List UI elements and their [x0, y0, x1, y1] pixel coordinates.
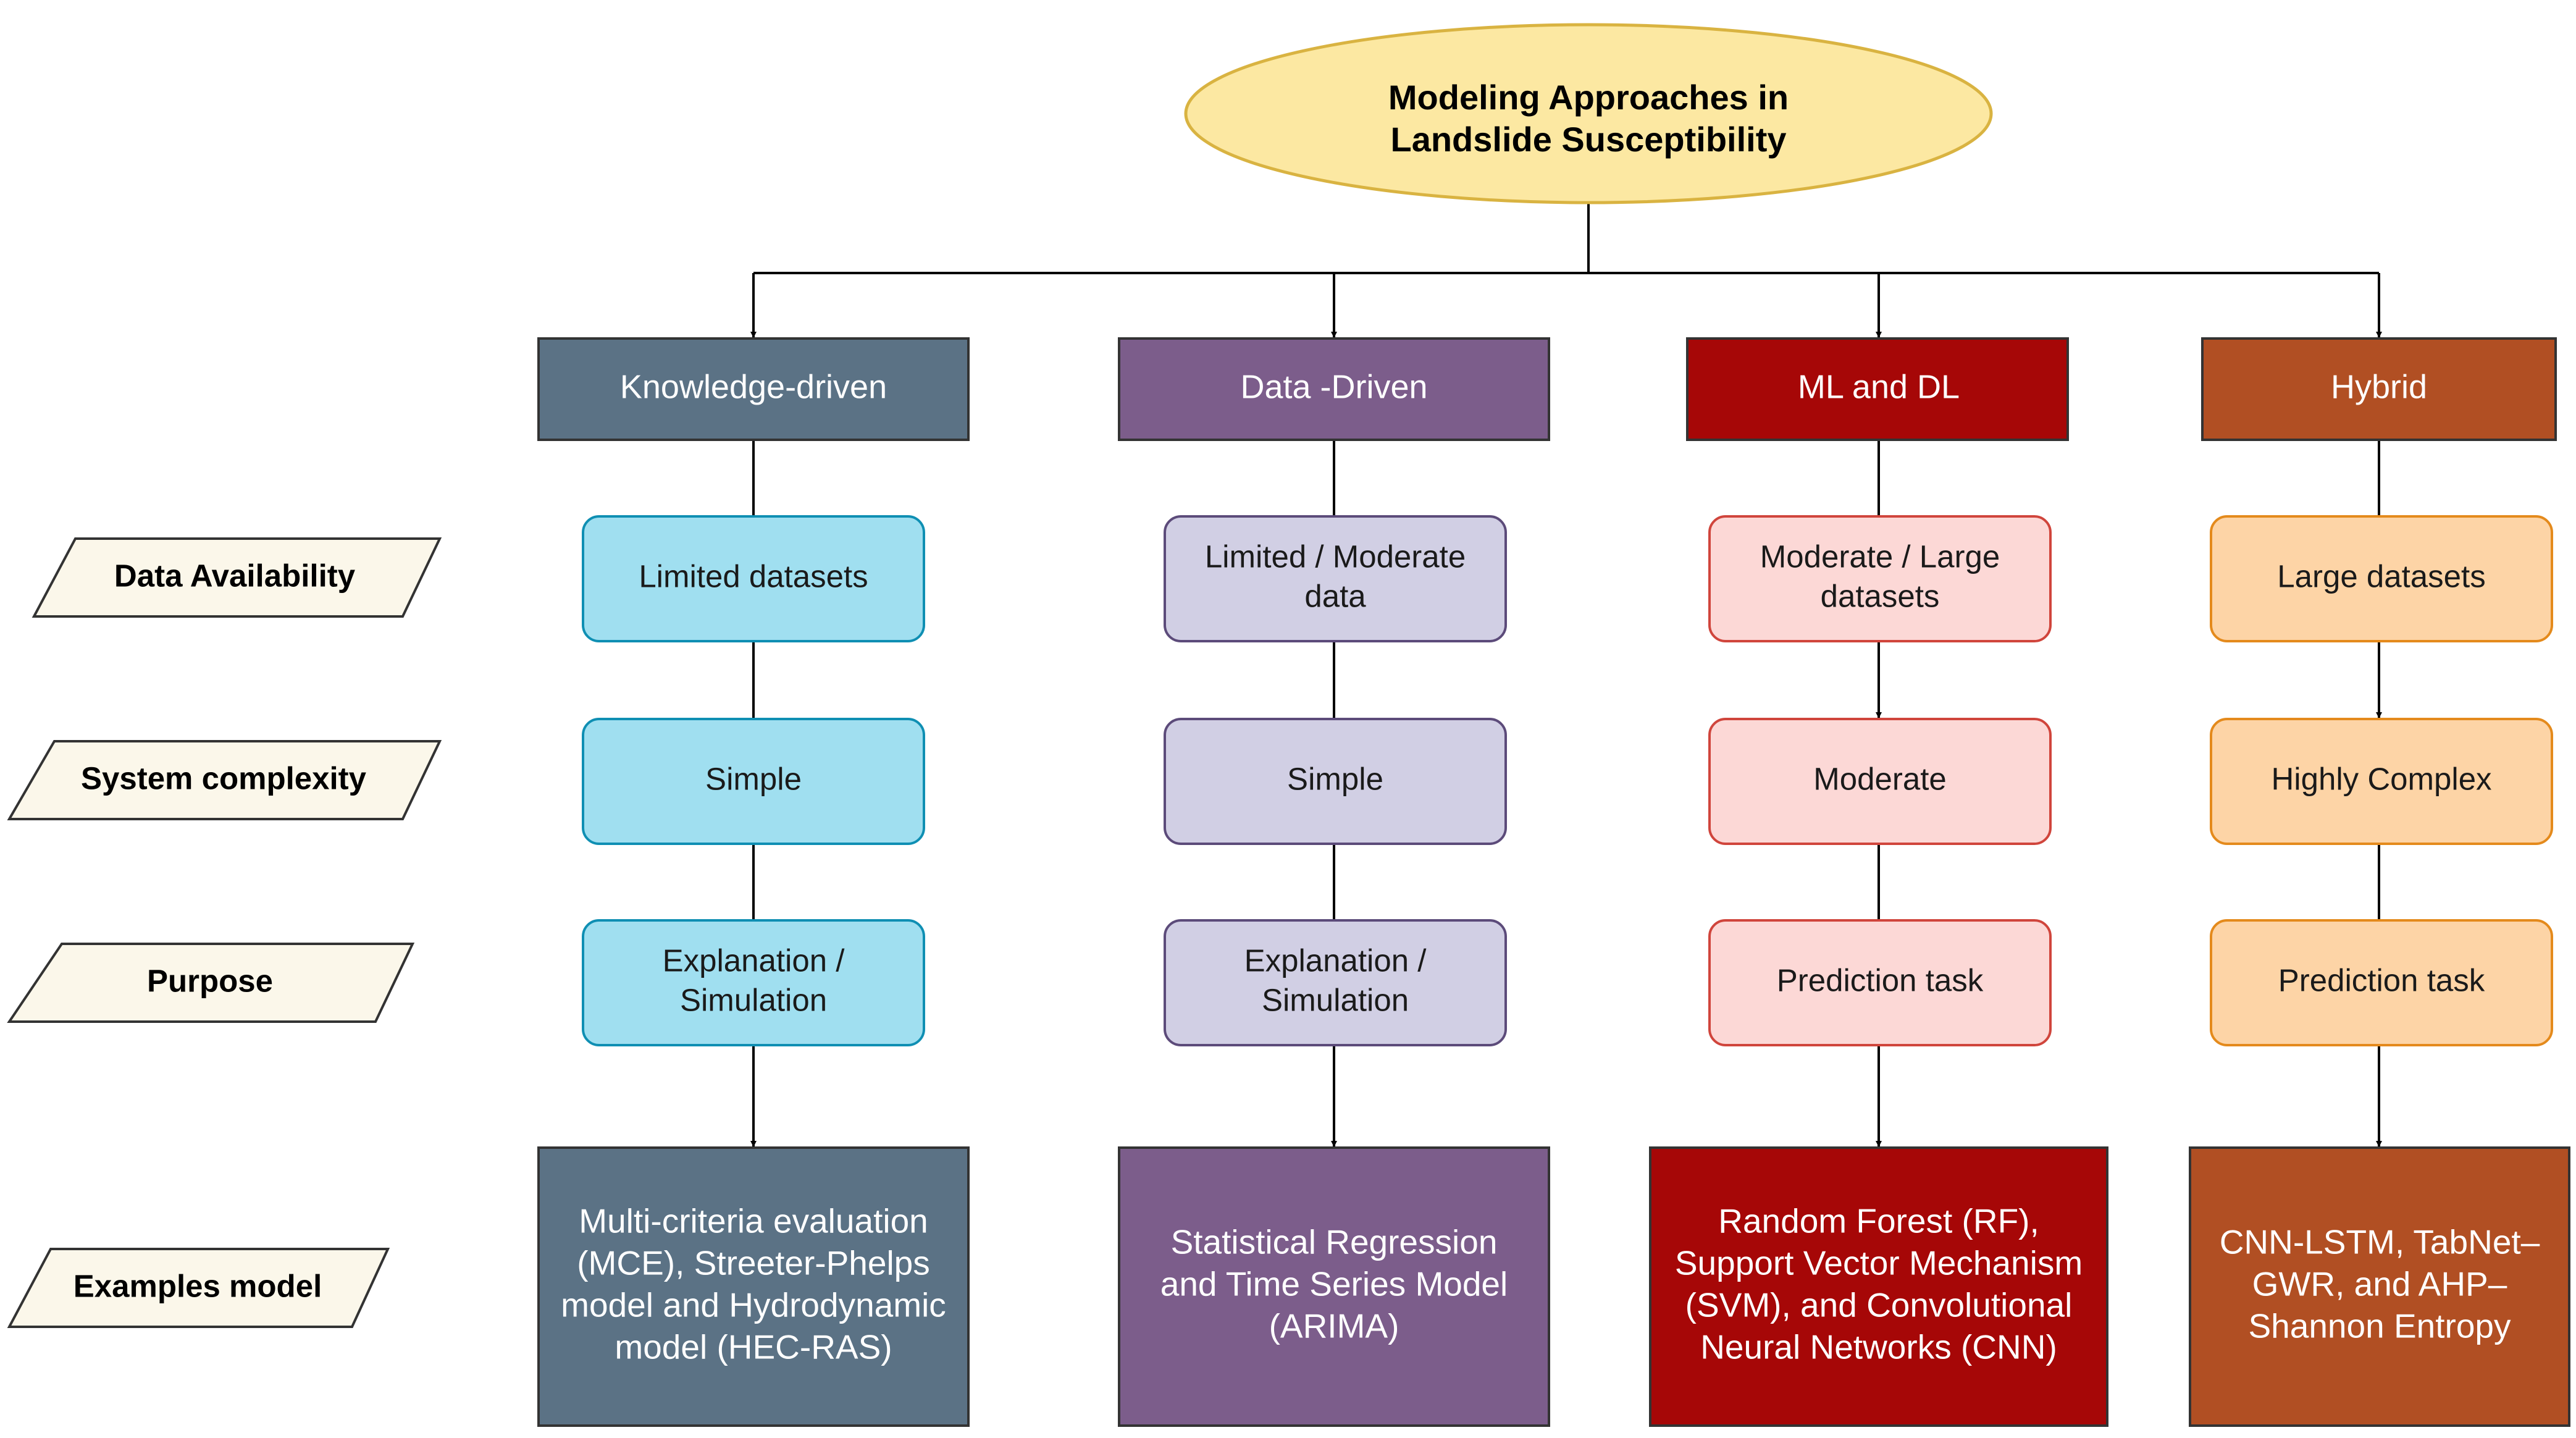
- data-availability-node-data: Limited / Moderate data: [1164, 515, 1507, 642]
- complexity-node-data: Simple: [1164, 718, 1507, 845]
- node-box: [1708, 718, 2052, 845]
- node-box: [1164, 515, 1507, 642]
- purpose-node-mldl: Prediction task: [1708, 919, 2052, 1046]
- row-label-system-complexity: System complexity: [7, 740, 442, 820]
- node-text-line: Simulation: [1262, 982, 1409, 1017]
- node-text-line: (MCE), Streeter-Phelps: [577, 1244, 930, 1282]
- node-text-line: and Time Series Model: [1160, 1265, 1508, 1303]
- node-box: [1708, 919, 2052, 1046]
- node-box: [582, 919, 925, 1046]
- category-header-label: ML and DL: [1798, 368, 1960, 405]
- row-label-shape: [7, 740, 442, 820]
- node-text-line: Support Vector Mechanism: [1675, 1244, 2083, 1282]
- node-text-line: Large datasets: [2277, 558, 2485, 594]
- category-header-data: Data -Driven: [1118, 337, 1550, 441]
- category-header-knowledge: Knowledge-driven: [537, 337, 970, 441]
- examples-node-mldl: Random Forest (RF), Support Vector Mechan…: [1649, 1146, 2108, 1427]
- examples-box: [537, 1146, 970, 1427]
- purpose-node-hybrid: Prediction task: [2210, 919, 2553, 1046]
- examples-node-data: Statistical Regression and Time Series Mo…: [1118, 1146, 1550, 1427]
- examples-node-knowledge: Multi-criteria evaluation (MCE), Streeter…: [537, 1146, 970, 1427]
- row-label-purpose: Purpose: [7, 943, 415, 1023]
- node-box: [582, 515, 925, 642]
- examples-box: [1649, 1146, 2108, 1427]
- node-text-line: GWR, and AHP–: [2252, 1265, 2507, 1303]
- category-header-box: [2201, 337, 2557, 441]
- node-text-line: CNN-LSTM, TabNet–: [2220, 1223, 2540, 1261]
- node-text-line: Neural Networks (CNN): [1700, 1328, 2057, 1366]
- node-box: [582, 718, 925, 845]
- node-text-line: Prediction task: [1777, 962, 1984, 998]
- node-box: [1164, 919, 1507, 1046]
- node-text-line: Multi-criteria evaluation: [579, 1202, 928, 1240]
- category-header-hybrid: Hybrid: [2201, 337, 2557, 441]
- title-node: Modeling Approaches in Landslide Suscept…: [1184, 23, 1993, 204]
- examples-node-hybrid: CNN-LSTM, TabNet– GWR, and AHP– Shannon En…: [2189, 1146, 2570, 1427]
- node-box: [2210, 919, 2553, 1046]
- node-text-line: Simple: [705, 761, 802, 796]
- node-text-line: Random Forest (RF),: [1718, 1202, 2039, 1240]
- node-box: [2210, 515, 2553, 642]
- title-line-1: Modeling Approaches in: [1388, 78, 1789, 117]
- data-availability-node-hybrid: Large datasets: [2210, 515, 2553, 642]
- node-text-line: Explanation /: [1244, 943, 1427, 978]
- complexity-node-knowledge: Simple: [582, 718, 925, 845]
- node-text-line: Statistical Regression: [1171, 1223, 1498, 1261]
- complexity-node-mldl: Moderate: [1708, 718, 2052, 845]
- node-text-line: Prediction task: [2278, 962, 2485, 998]
- row-label-examples: Examples model: [7, 1248, 390, 1328]
- node-text-line: Limited datasets: [639, 558, 868, 594]
- node-text-line: model (HEC-RAS): [615, 1328, 892, 1366]
- node-text-line: Simulation: [680, 982, 827, 1017]
- node-text-line: Shannon Entropy: [2248, 1307, 2511, 1345]
- node-text-line: Highly Complex: [2271, 761, 2491, 796]
- title-ellipse: [1184, 23, 1993, 204]
- category-header-box: [537, 337, 970, 441]
- node-text-line: (SVM), and Convolutional: [1685, 1286, 2073, 1324]
- node-text-line: datasets: [1821, 578, 1940, 613]
- complexity-node-hybrid: Highly Complex: [2210, 718, 2553, 845]
- row-label-text: Purpose: [147, 963, 273, 998]
- category-header-box: [1686, 337, 2069, 441]
- node-text-line: data: [1304, 578, 1366, 613]
- row-label-shape: [7, 1248, 390, 1328]
- node-text-line: Moderate: [1813, 761, 1946, 796]
- category-header-box: [1118, 337, 1550, 441]
- node-box: [1164, 718, 1507, 845]
- node-box: [2210, 718, 2553, 845]
- row-label-shape: [31, 537, 442, 618]
- category-header-label: Hybrid: [2331, 368, 2427, 405]
- node-text-line: Limited / Moderate: [1205, 539, 1466, 574]
- purpose-node-knowledge: Explanation / Simulation: [582, 919, 925, 1046]
- row-label-data-availability: Data Availability: [31, 537, 442, 618]
- data-availability-node-mldl: Moderate / Large datasets: [1708, 515, 2052, 642]
- node-text-line: (ARIMA): [1269, 1307, 1399, 1345]
- category-header-mldl: ML and DL: [1686, 337, 2069, 441]
- node-box: [1708, 515, 2052, 642]
- row-label-shape: [7, 943, 415, 1023]
- purpose-node-data: Explanation / Simulation: [1164, 919, 1507, 1046]
- category-header-label: Knowledge-driven: [620, 368, 887, 405]
- node-text-line: model and Hydrodynamic: [561, 1286, 946, 1324]
- row-label-text: System complexity: [81, 760, 367, 796]
- connectors: [750, 203, 2382, 1147]
- row-label-text: Data Availability: [114, 558, 356, 593]
- examples-box: [2189, 1146, 2570, 1427]
- title-line-2: Landslide Susceptibility: [1390, 120, 1786, 159]
- node-text-line: Moderate / Large: [1760, 539, 2000, 574]
- node-text-line: Explanation /: [663, 943, 845, 978]
- category-header-label: Data -Driven: [1240, 368, 1427, 405]
- examples-box: [1118, 1146, 1550, 1427]
- row-label-text: Examples model: [73, 1268, 322, 1303]
- data-availability-node-knowledge: Limited datasets: [582, 515, 925, 642]
- node-text-line: Simple: [1287, 761, 1383, 796]
